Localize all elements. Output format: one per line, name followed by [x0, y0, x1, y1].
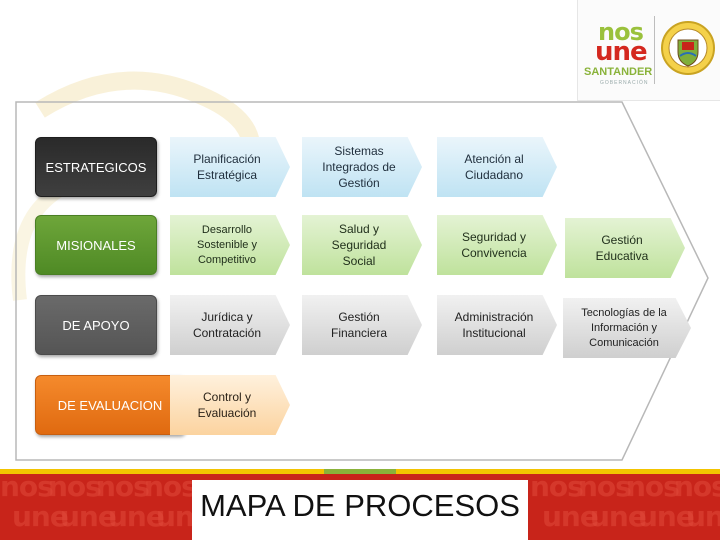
- category-misionales: MISIONALES: [35, 215, 157, 275]
- banner-pattern-word: nos: [530, 474, 584, 503]
- process-salud-seguridad-social: Salud y Seguridad Social: [302, 215, 422, 275]
- logo-santander: SANTANDER: [584, 66, 653, 78]
- banner-pattern-word: une: [590, 500, 647, 533]
- category-estrategicos: ESTRATEGICOS: [35, 137, 157, 197]
- banner-pattern-word: une: [542, 500, 599, 533]
- banner-pattern-word: nos: [48, 474, 102, 503]
- page-title: MAPA DE PROCESOS: [200, 488, 520, 523]
- process-juridica-contratacion: Jurídica y Contratación: [170, 295, 290, 355]
- banner-pattern-word: nos: [674, 474, 720, 503]
- logo-nos: nos: [598, 18, 644, 46]
- banner-pattern-word: nos: [96, 474, 150, 503]
- banner-pattern-word: une: [12, 500, 69, 533]
- process-gestion-financiera: Gestión Financiera: [302, 295, 422, 355]
- banner-pattern-word: une: [108, 500, 165, 533]
- banner-pattern-word: une: [686, 500, 720, 533]
- process-sistemas-integrados: Sistemas Integrados de Gestión: [302, 137, 422, 197]
- banner-pattern-word: une: [638, 500, 695, 533]
- banner-pattern-word: nos: [626, 474, 680, 503]
- process-planificacion-estrategica: Planificación Estratégica: [170, 137, 290, 197]
- logo-une: une: [595, 37, 648, 67]
- banner-pattern-word: nos: [144, 474, 198, 503]
- process-desarrollo-sostenible: Desarrollo Sostenible y Competitivo: [170, 215, 290, 275]
- banner-pattern-word: nos: [0, 474, 54, 503]
- banner-pattern-word: nos: [578, 474, 632, 503]
- process-gestion-educativa: Gestión Educativa: [565, 218, 685, 278]
- process-tecnologias-informacion: Tecnologías de la Información y Comunica…: [563, 298, 691, 358]
- process-administracion-institucional: Administración Institucional: [437, 295, 557, 355]
- banner-stripe: [0, 469, 720, 474]
- process-seguridad-convivencia: Seguridad y Convivencia: [437, 215, 557, 275]
- process-atencion-ciudadano: Atención al Ciudadano: [437, 137, 557, 197]
- category-de-apoyo: DE APOYO: [35, 295, 157, 355]
- banner-pattern-word: une: [60, 500, 117, 533]
- logo-divider: [654, 16, 655, 84]
- category-de-evaluacion: DE EVALUACION: [35, 375, 185, 435]
- logo-gobernacion: GOBERNACIÓN: [600, 80, 649, 86]
- banner-title-box: [192, 480, 528, 540]
- department-seal-icon: [661, 21, 715, 75]
- process-control-evaluacion: Control y Evaluación: [170, 375, 290, 435]
